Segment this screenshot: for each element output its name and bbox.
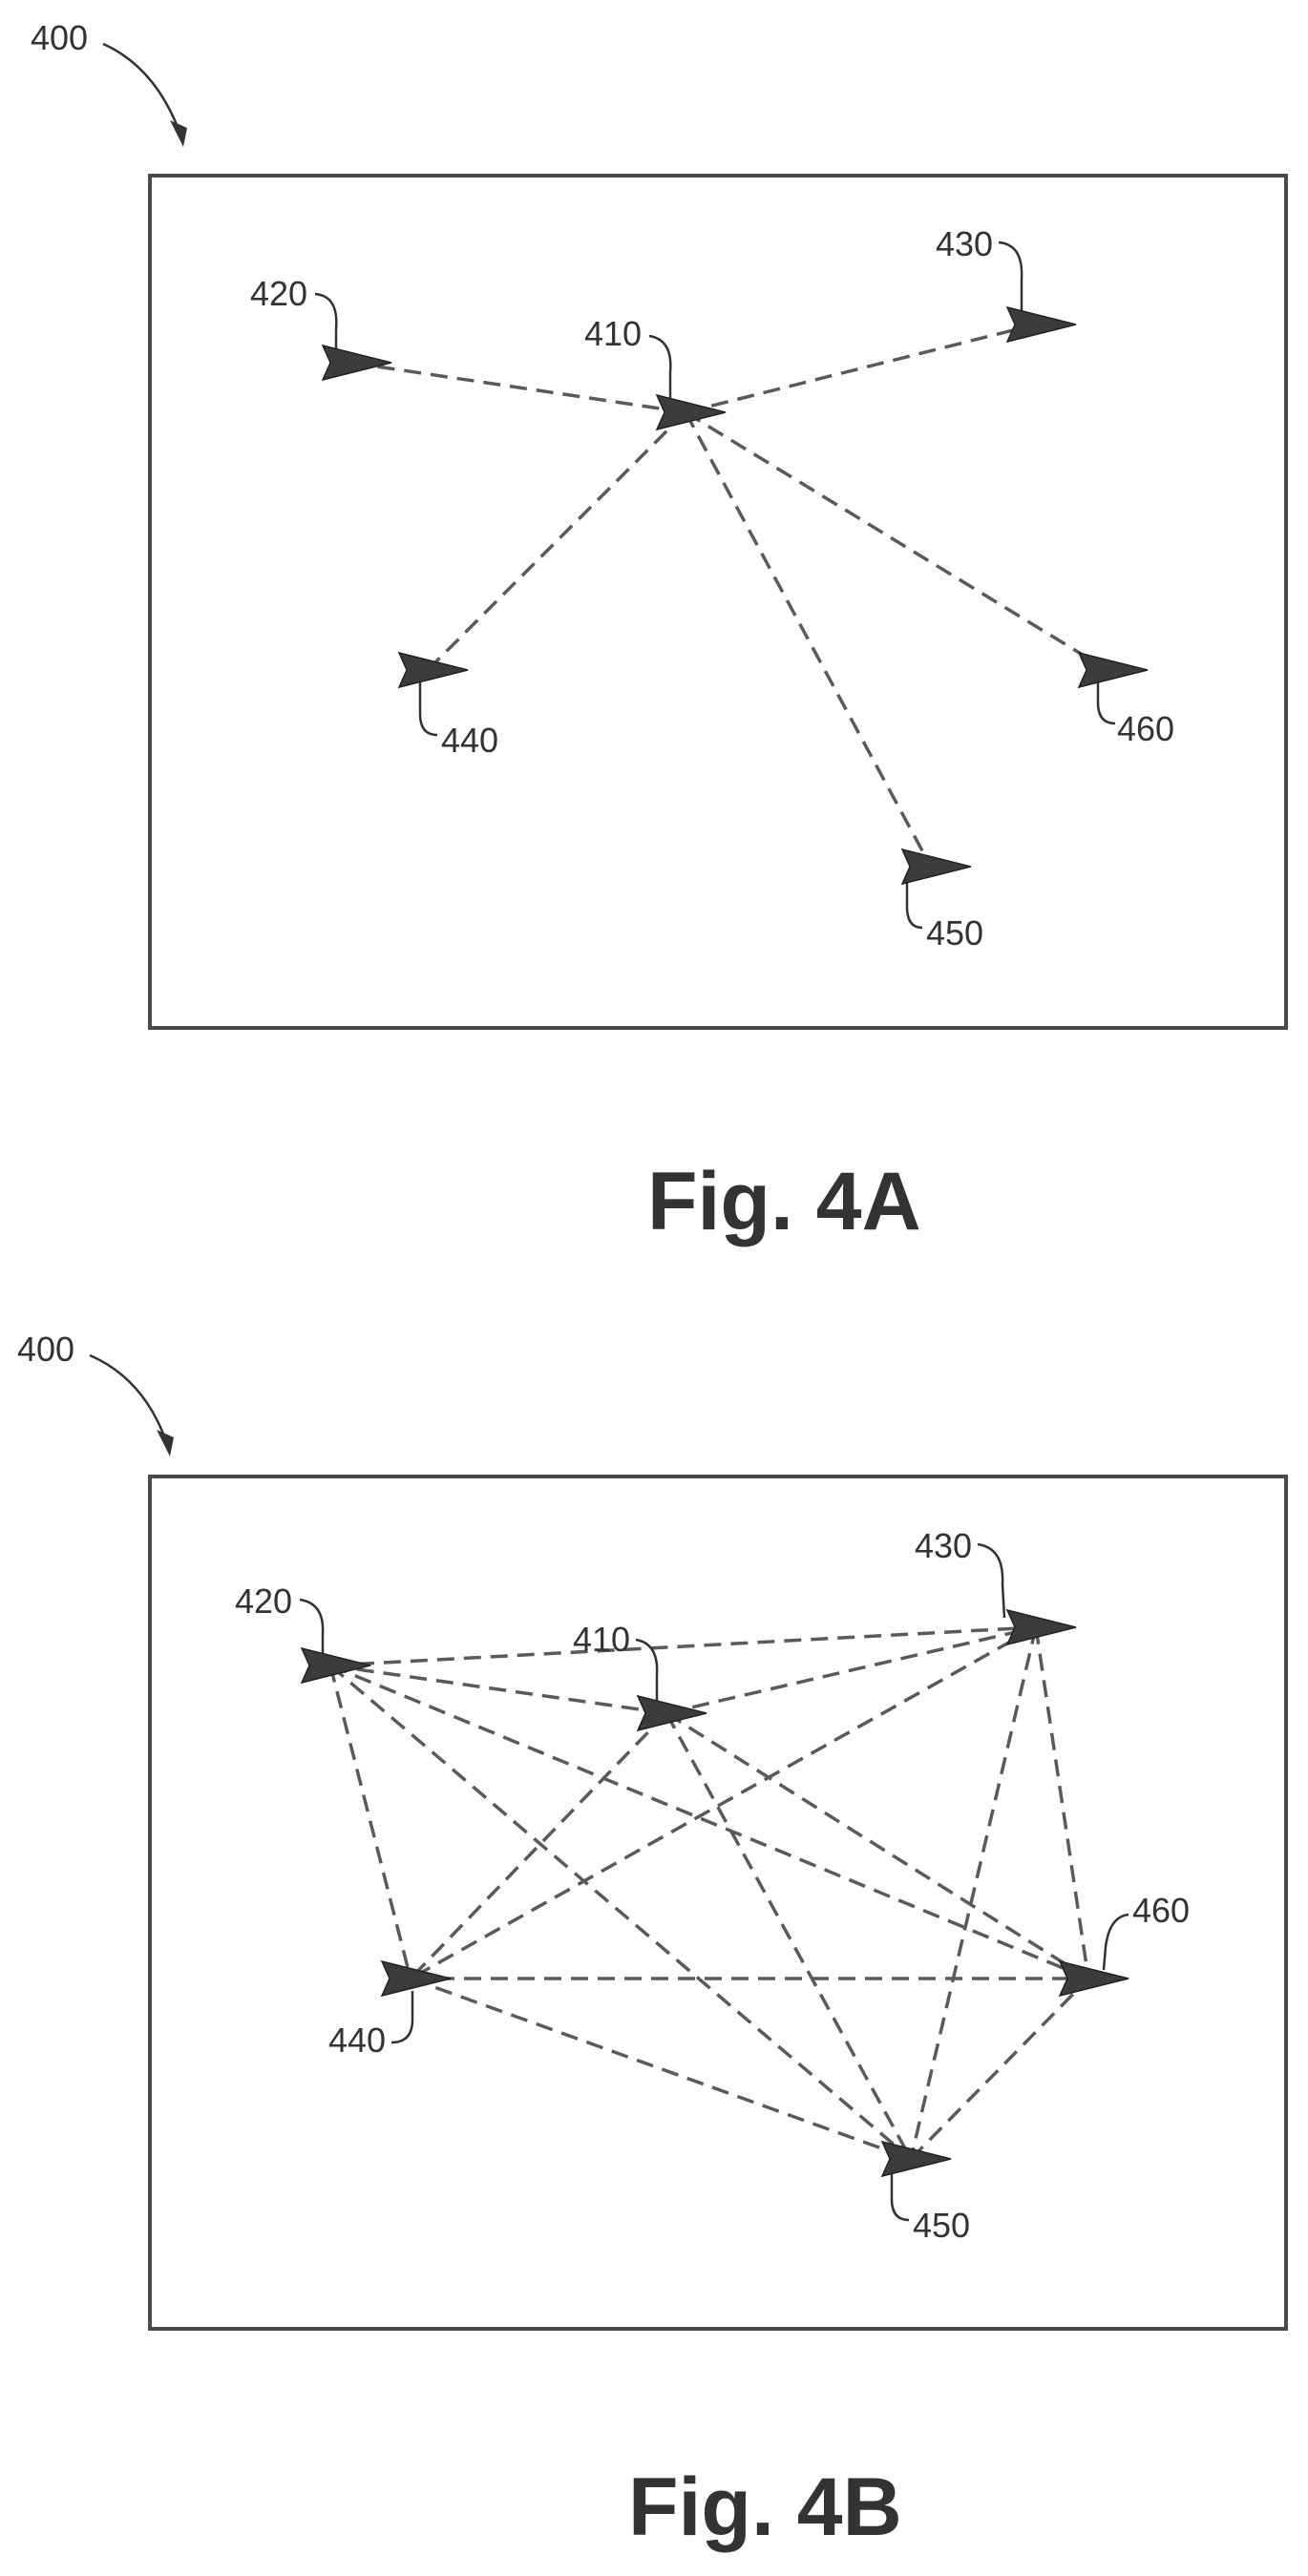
node-flag-430 bbox=[1005, 305, 1077, 344]
node-label-420: 420 bbox=[250, 274, 307, 313]
link-410-450 bbox=[684, 411, 933, 868]
figure-4a-labels: 410 420 430 440 450 460 bbox=[250, 224, 1174, 953]
leader-line-430 bbox=[998, 241, 1023, 315]
figure-4a-nodes bbox=[321, 305, 1149, 886]
link-410-430 bbox=[685, 323, 1037, 414]
node-label-430: 430 bbox=[936, 224, 993, 263]
node-flag-450 bbox=[880, 2140, 952, 2178]
node-flag-410 bbox=[636, 1694, 707, 1732]
link-420-460 bbox=[329, 1664, 1089, 1980]
node-label-440: 440 bbox=[441, 721, 498, 760]
leader-line-440 bbox=[390, 1991, 414, 2044]
link-410-460 bbox=[685, 410, 1108, 672]
figure-4a-frame bbox=[148, 174, 1288, 1030]
node-label-410: 410 bbox=[573, 1620, 630, 1659]
node-flag-420 bbox=[321, 344, 392, 382]
figure-4b-connections bbox=[328, 1625, 1090, 2161]
assembly-ref-arrowhead-4b bbox=[157, 1430, 174, 1456]
leader-line-450 bbox=[890, 2170, 910, 2222]
node-flag-420 bbox=[300, 1646, 371, 1685]
link-410-420 bbox=[350, 361, 686, 414]
link-440-450 bbox=[410, 1977, 912, 2161]
link-410-460 bbox=[665, 1711, 1089, 1980]
figure-4b-frame bbox=[148, 1475, 1288, 2331]
node-flag-450 bbox=[900, 848, 972, 886]
node-label-430: 430 bbox=[915, 1526, 972, 1565]
assembly-ref-arrow-4b bbox=[89, 1353, 168, 1442]
figure-4a-leaders bbox=[314, 241, 1116, 930]
link-410-430 bbox=[665, 1625, 1037, 1715]
node-label-440: 440 bbox=[328, 2021, 386, 2060]
link-420-410 bbox=[329, 1664, 667, 1715]
figure-4b-caption: Fig. 4B bbox=[628, 2461, 902, 2553]
node-flag-410 bbox=[655, 393, 727, 431]
figure-4a: 400 410 420 430 440 450 460 Fig. 4A bbox=[31, 18, 1288, 1247]
figure-4b-leaders bbox=[299, 1542, 1129, 2222]
node-label-460: 460 bbox=[1132, 1891, 1190, 1930]
figure-4b-nodes bbox=[300, 1608, 1129, 2178]
leader-line-460 bbox=[1096, 681, 1116, 725]
figure-4a-caption: Fig. 4A bbox=[647, 1156, 921, 1247]
assembly-ref-arrow bbox=[102, 42, 181, 133]
link-410-440 bbox=[409, 1711, 668, 1980]
link-410-440 bbox=[426, 410, 687, 672]
link-430-440 bbox=[410, 1625, 1037, 1980]
node-flag-440 bbox=[380, 1959, 452, 1998]
link-450-460 bbox=[909, 1977, 1090, 2161]
node-label-460: 460 bbox=[1117, 709, 1174, 748]
assembly-ref-400-label-4b: 400 bbox=[17, 1330, 74, 1369]
leader-line-420 bbox=[314, 292, 338, 355]
leader-line-440 bbox=[418, 681, 438, 737]
leader-line-410 bbox=[635, 1638, 659, 1704]
node-flag-430 bbox=[1005, 1608, 1077, 1646]
node-flag-460 bbox=[1077, 651, 1149, 689]
figure-4a-connections bbox=[350, 323, 1108, 868]
figure-4b: 400 410 420 430 440 450 460 Fig. 4B bbox=[17, 1330, 1288, 2553]
leader-line-430 bbox=[977, 1542, 1006, 1619]
link-410-450 bbox=[665, 1712, 913, 2160]
leader-line-450 bbox=[905, 878, 923, 930]
leader-line-410 bbox=[648, 334, 672, 401]
link-420-430 bbox=[329, 1625, 1037, 1667]
link-420-450 bbox=[328, 1664, 913, 2161]
link-420-440 bbox=[328, 1665, 412, 1979]
leader-line-460 bbox=[1102, 1913, 1129, 1971]
link-430-460 bbox=[1034, 1626, 1090, 1979]
link-430-450 bbox=[909, 1626, 1038, 2160]
node-label-450: 450 bbox=[913, 2206, 970, 2245]
node-label-420: 420 bbox=[235, 1581, 292, 1621]
node-flag-440 bbox=[397, 651, 469, 689]
node-flag-460 bbox=[1058, 1959, 1129, 1998]
node-label-450: 450 bbox=[926, 913, 983, 953]
figure-4b-labels: 410 420 430 440 450 460 bbox=[235, 1526, 1190, 2245]
assembly-ref-400-label: 400 bbox=[31, 18, 88, 57]
assembly-ref-arrowhead bbox=[170, 120, 187, 147]
leader-line-420 bbox=[299, 1598, 325, 1659]
node-label-410: 410 bbox=[584, 314, 642, 353]
